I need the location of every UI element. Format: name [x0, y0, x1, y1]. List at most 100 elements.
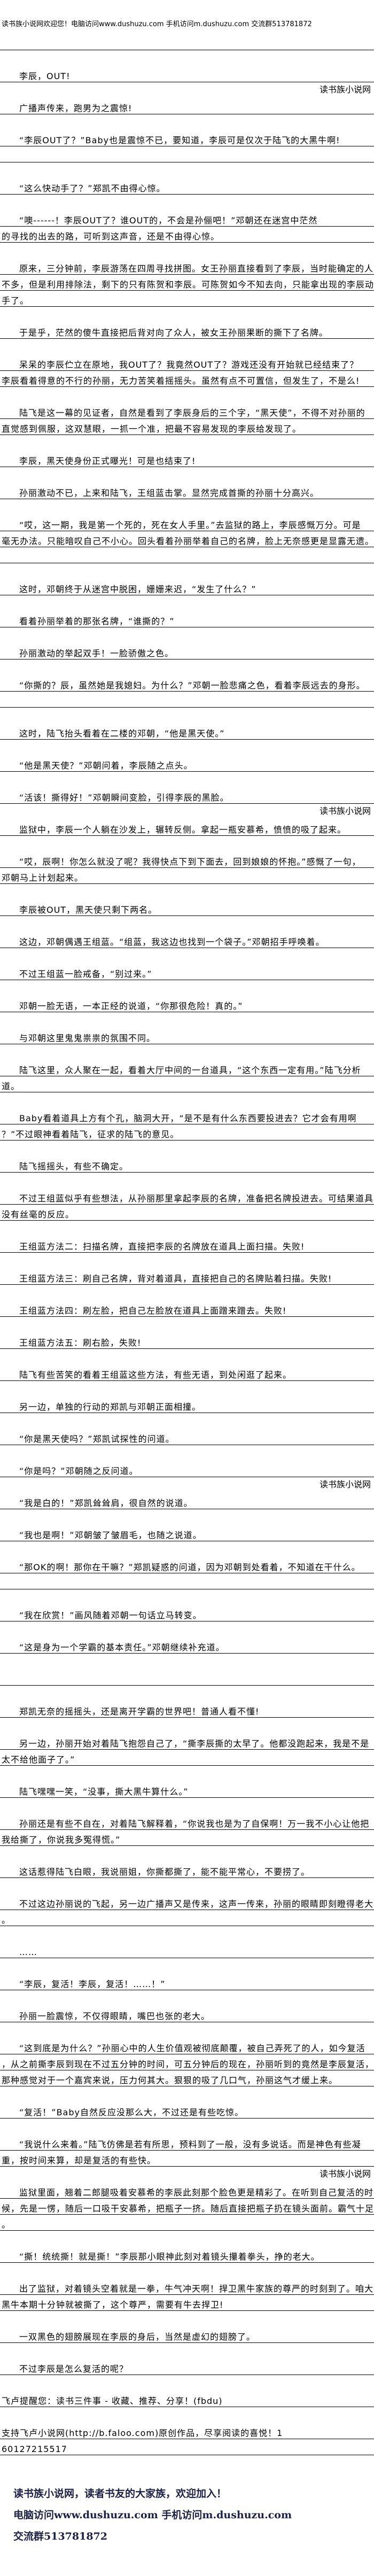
- paragraph: 另一边，单独的行动的郑凯与邓朝正面相撞。: [0, 1397, 374, 1413]
- paragraph: 这话惹得陆飞白眼，我说丽姐，你撕都撕了，能不能平常心，不要捞了。: [0, 1862, 374, 1878]
- paragraph: 孙丽还是有些不自在，对着陆飞解释着，“你说我也是为了自保啊！万一我不小心让他把我…: [0, 1814, 374, 1846]
- site-banner: 读书族小说网欢迎您！电脑访问www.dushuzu.com 手机访问m.dush…: [0, 0, 374, 50]
- text-line: 不过李辰是怎么复活的呢？: [0, 2359, 374, 2375]
- paragraph: 陆飞是这一幕的见证者，自然是看到了李辰身后的三个字，“黑天使”，不得不对孙丽的直…: [0, 403, 374, 435]
- text-line: “我是白的！”郑凯耸耸肩，很自然的说道。: [0, 1493, 374, 1509]
- site-watermark: 读书族小说网: [319, 806, 371, 816]
- paragraph: 与邓朝这里鬼鬼祟祟的氛围不同。: [0, 1028, 374, 1044]
- paragraph: 不过王组蓝一脸戒备，“别过来。”: [0, 964, 374, 980]
- paragraph: 陆飞嘿嘿一笑，“没事，撕大黑牛算什么。”: [0, 1782, 374, 1798]
- text-line: 重，按时间来算，却是复活的有些快。: [0, 2151, 374, 2167]
- text-line: 。: [0, 2215, 374, 2231]
- text-line: “撕！统统撕！就是撕！”李辰那小眼神此刻对着镜头攥着拳头，挣的老大。: [0, 2247, 374, 2263]
- paragraph: 不过王组蓝似乎有些想法，从孙丽那里拿起李辰的名牌，准备把名牌投进去。可结果道具没…: [0, 1189, 374, 1221]
- text-line: “李辰，复活！李辰，复活！……！”: [0, 1974, 374, 1990]
- site-watermark: 读书族小说网: [319, 2169, 371, 2179]
- text-line: 孙丽激动的举起双手！一脸骄傲之色。: [0, 643, 374, 659]
- text-line: 黑牛本期十分钟就被撕了，这个尊严，需要有牛去捍卫!: [0, 2295, 374, 2311]
- text-line: 的寻找的出去的路，可听到这声音，还是不由得心惊。: [0, 227, 374, 243]
- text-line: 太不给他面子了。”: [0, 1750, 374, 1766]
- text-line: 这时，邓朝终于从迷宫中脱困，姗姗来迟，“发生了什么？”: [0, 579, 374, 595]
- paragraph: 陆飞这里，众人聚在一起，看着大厅中间的一台道具，“这个东西一定有用。”陆飞分析道…: [0, 1060, 374, 1092]
- text-line: 陆飞有些苦笑的看着王组蓝这些方法，有些无语，到处闲逛了起来。: [0, 1365, 374, 1381]
- paragraph: 郑凯无奈的摇摇头，还是离开学霸的世界吧！普通人看不懂!: [0, 1702, 374, 1718]
- text-line: 我给撕了，你说我多冤得慌。”: [0, 1830, 374, 1846]
- text-line: 监狱里面，翘着二郎腿吸着安慕希的李辰此刻那个脸色更是精彩了。在听到自己复活的时: [0, 2183, 374, 2199]
- text-line: 监狱中，李辰一个人躺在沙发上，辗转反侧。拿起一瓶安慕希，愤愤的吸了起来。: [0, 820, 374, 836]
- text-line: ……: [0, 1942, 374, 1958]
- text-line: 不过王组蓝一脸戒备，“别过来。”: [0, 964, 374, 980]
- paragraph: “你撕的？辰，虽然她是我媳妇。为什么？”邓朝一脸悲痛之色，看着李辰远去的身形。: [0, 676, 374, 708]
- paragraph: “我说什么来着。”陆飞仿佛是若有所思，预料到了一般，没有多说话。而是神色有些凝重…: [0, 2135, 374, 2167]
- text-line: 陆飞摇摇头，有些不确定。: [0, 1157, 374, 1173]
- paragraph: 飞卢提醒您：读书三件事 - 收藏、推荐、分享！(fbdu): [0, 2391, 374, 2407]
- text-line: 李辰看着得意的不行的孙丽，无力苦笑着摇摇头。虽然有点不可置信，但发生了，不是么!: [0, 371, 374, 387]
- paragraph: 王组蓝方法三：刷自己名牌，背对着道具，直接把自己的名牌贴着扫描。失败!: [0, 1269, 374, 1285]
- text-line: 李辰被OUT，黑天使只剩下两名。: [0, 900, 374, 916]
- paragraph: 邓朝一脸无语，一本正经的说道，“你那很危险！真的。”: [0, 996, 374, 1012]
- text-line: “噢------！李辰OUT了？谁OUT的，不会是孙俪吧！”邓朝还在迷宫中茫然: [0, 211, 374, 227]
- blank-ruled-line: [0, 692, 374, 708]
- paragraph: 王组蓝方法四：刷左脸，把自己左脸放在道具上面蹭来蹭去。失败!: [0, 1301, 374, 1317]
- text-line: “你是黑天使吗？”郑凯试探性的问道。: [0, 1429, 374, 1445]
- text-line: 李辰，黑天使身份正式曝光！可是也结束了!: [0, 451, 374, 467]
- site-watermark: 读书族小说网: [319, 84, 371, 95]
- text-line: 另一边，孙丽开始对着陆飞抱怨自己了，“撕李辰撕的太早了。他都没跑起来，我是不是: [0, 1734, 374, 1750]
- paragraph: 出了监狱，对着镜头空着就是一拳，牛气冲天啊！捍卫黑牛家族的尊严的时刻到了。咱大黑…: [0, 2279, 374, 2311]
- text-line: “这么快动手了？”郑凯不由得心惊。: [0, 179, 374, 195]
- footer-urls: 电脑访问www.dushuzu.com 手机访问m.dushuzu.com: [13, 2509, 292, 2521]
- paragraph: “活该！撕得好！”邓朝瞬间变脸，引得李辰的黑脸。读书族小说网: [0, 788, 374, 816]
- paragraph: 监狱里面，翘着二郎腿吸着安慕希的李辰此刻那个脸色更是精彩了。在听到自己复活的时候…: [0, 2169, 374, 2231]
- paragraph: “这么快动手了？”郑凯不由得心惊。: [0, 179, 374, 195]
- text-line: 孙丽还是有些不自在，对着陆飞解释着，“你说我也是为了自保啊！万一我不小心让他把: [0, 1814, 374, 1830]
- paragraph: “撕！统统撕！就是撕！”李辰那小眼神此刻对着镜头攥着拳头，挣的老大。: [0, 2247, 374, 2263]
- text-line: “你是吗？”邓朝随之反问道。: [0, 1461, 374, 1477]
- text-line: 一双黑色的翅膀展现在李辰的身后，当然是虚幻的翅膀了。: [0, 2327, 374, 2343]
- text-line: 孙丽激动不已，上来和陆飞，王组蓝击掌。显然完成首撕的孙丽十分高兴。: [0, 483, 374, 499]
- paragraph: 呆呆的李辰伫立在原地，我OUT了？我竟然OUT了？游戏还没有开始就已经结束了？李…: [0, 355, 374, 387]
- text-line: 陆飞是这一幕的见证者，自然是看到了李辰身后的三个字，“黑天使”，不得不对孙丽的: [0, 403, 374, 419]
- paragraph: “噢------！李辰OUT了？谁OUT的，不会是孙俪吧！”邓朝还在迷宫中茫然的…: [0, 211, 374, 243]
- paragraph: 不过李辰是怎么复活的呢？: [0, 2359, 374, 2375]
- paragraph: 李辰被OUT，黑天使只剩下两名。: [0, 900, 374, 916]
- blank-ruled-line: [0, 547, 374, 563]
- paragraph: 原来，三分钟前，李辰游荡在四周寻找拼图。女王孙丽直接看到了李辰，当时能确定的人不…: [0, 259, 374, 307]
- paragraph: ……: [0, 1942, 374, 1958]
- text-line: 道。: [0, 1076, 374, 1092]
- text-line: “我说什么来着。”陆飞仿佛是若有所思，预料到了一般，没有多说话。而是神色有些凝: [0, 2135, 374, 2151]
- text-line: 出了监狱，对着镜头空着就是一拳，牛气冲天啊！捍卫黑牛家族的尊严的时刻到了。咱大: [0, 2279, 374, 2295]
- paragraph: “哎，辰啊！你怎么就没了呢？我得快点下到下面去，回到娘娘的怀抱。”感慨了一句，邓…: [0, 852, 374, 884]
- text-line: 毫无办法。只能暗叹自己不小心。回头看着孙丽举着自己的名牌，脸上无奈感更是显露无遗…: [0, 531, 374, 547]
- text-line: 支持飞卢小说网(http://b.faloo.com)原创作品，尽享阅读的喜悦！…: [0, 2423, 374, 2439]
- paragraph: “复活！”Baby自然反应没那么大，不过还是有些吃惊。: [0, 2102, 374, 2119]
- text-line: “我在欣赏！”画风随着邓朝一句话立马转变。: [0, 1605, 374, 1621]
- text-line: 这边，邓朝偶遇王组蓝。“组蓝，我这边也找到一个袋子。”邓朝招手呼唤着。: [0, 932, 374, 948]
- paragraph: 孙丽激动不已，上来和陆飞，王组蓝击掌。显然完成首撕的孙丽十分高兴。: [0, 483, 374, 499]
- paragraph: “你是黑天使吗？”郑凯试探性的问道。: [0, 1429, 374, 1445]
- paragraph: “我也是啊！”邓朝皱了皱眉毛，也随之说道。: [0, 1525, 374, 1541]
- paragraph: “他是黑天使？”邓朝问着，李辰随之点头。: [0, 756, 374, 772]
- paragraph: 这时，陆飞抬头看着在二楼的邓朝，“他是黑天使。”: [0, 724, 374, 740]
- paragraph: 陆飞有些苦笑的看着王组蓝这些方法，有些无语，到处闲逛了起来。: [0, 1365, 374, 1381]
- paragraph: 广播声传来，跑男为之震惊!读书族小说网: [0, 84, 374, 114]
- text-line: 郑凯无奈的摇摇头，还是离开学霸的世界吧！普通人看不懂!: [0, 1702, 374, 1718]
- text-line: “李辰OUT了？”Baby也是震惊不已，要知道，李辰可是仅次于陆飞的大黑牛啊!: [0, 130, 374, 146]
- chapter-content: 李辰，OUT! 广播声传来，跑男为之震惊!读书族小说网 “李辰OUT了？”Baby也…: [0, 66, 374, 2455]
- paragraph: 这时，邓朝终于从迷宫中脱困，姗姗来迟，“发生了什么？”: [0, 579, 374, 595]
- text-line: “他是黑天使？”邓朝问着，李辰随之点头。: [0, 756, 374, 772]
- text-line: “那OK的啊！那你在干嘛？”郑凯疑惑的问道，因为邓朝到处看着，不知道在干什么。: [0, 1557, 374, 1573]
- paragraph: 李辰，黑天使身份正式曝光！可是也结束了!: [0, 451, 374, 467]
- site-banner-text: 读书族小说网欢迎您！电脑访问www.dushuzu.com 手机访问m.dush…: [2, 20, 312, 28]
- text-line: 邓朝一脸无语，一本正经的说道，“你那很危险！真的。”: [0, 996, 374, 1012]
- text-line: 直觉感到佩服，这双慧眼，一抓一个准，把最不容易发现的李辰给发现了。: [0, 419, 374, 435]
- text-line: 于是乎，茫然的傻牛直接把后背对向了众人，被女王孙丽果断的撕下了名牌。: [0, 323, 374, 339]
- paragraph: 于是乎，茫然的傻牛直接把后背对向了众人，被女王孙丽果断的撕下了名牌。: [0, 323, 374, 339]
- text-line: 60127215517: [0, 2439, 374, 2455]
- text-line: 呆呆的李辰伫立在原地，我OUT了？我竟然OUT了？游戏还没有开始就已经结束了？: [0, 355, 374, 371]
- blank-ruled-line: [0, 1573, 374, 1589]
- text-line: 李辰，OUT!: [0, 66, 374, 82]
- footer-group: 交流群513781872: [13, 2531, 107, 2542]
- paragraph: “哎，这一期，我是第一个死的，死在女人手里。”去监狱的路上，李辰感慨万分。可是毫…: [0, 515, 374, 563]
- paragraph: 支持飞卢小说网(http://b.faloo.com)原创作品，尽享阅读的喜悦！…: [0, 2423, 374, 2455]
- paragraph: 监狱中，李辰一个人躺在沙发上，辗转反侧。拿起一瓶安慕希，愤愤的吸了起来。: [0, 820, 374, 836]
